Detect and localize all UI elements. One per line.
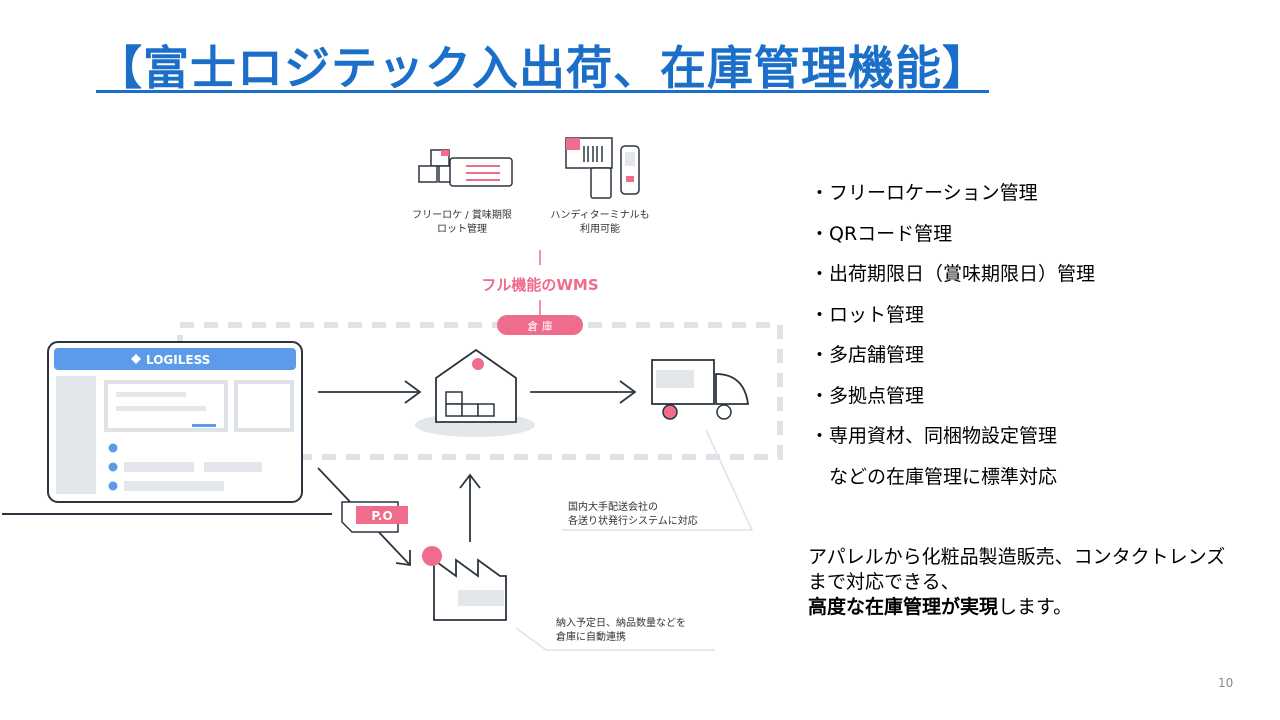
logiless-screen: LOGILESS <box>2 341 332 515</box>
logiless-flow-diagram: フリーロケ / 賞味期限 ロット管理 ハンディターミナルも 利用可能 フル機能の… <box>2 137 783 651</box>
warehouse-label: 倉 庫 <box>527 319 553 333</box>
feature-item: ・QRコード管理 <box>810 222 953 245</box>
summary-line3: 高度な在庫管理が実現します。 <box>808 595 1225 620</box>
summary-line1: アパレルから化粧品製造販売、コンタクトレンズ <box>808 546 1226 568</box>
feature2-line1: ハンディターミナルも <box>550 208 649 221</box>
page-number: 10 <box>1218 676 1234 690</box>
warehouse-icon <box>415 348 535 437</box>
delivery-note-line1: 国内大手配送会社の <box>568 500 658 513</box>
po-document-icon: P.O <box>341 501 408 533</box>
slide-title: 【富士ロジテック入出荷、在庫管理機能】 <box>96 41 989 95</box>
schedule-note-line2: 倉庫に自動連携 <box>556 630 626 643</box>
free-location-icon <box>418 149 513 187</box>
po-label: P.O <box>371 509 392 523</box>
delivery-note-line2: 各送り状発行システムに対応 <box>568 514 698 527</box>
feature-item: ・多拠点管理 <box>810 384 925 407</box>
summary-emphasis: 高度な在庫管理が実現 <box>808 596 999 618</box>
truck-icon <box>651 359 750 420</box>
feature-list: ・フリーロケーション管理 ・QRコード管理 ・出荷期限日（賞味期限日）管理 ・ロ… <box>810 180 1095 504</box>
feature1-line1: フリーロケ / 賞味期限 <box>412 208 512 221</box>
feature-item: ・フリーロケーション管理 <box>810 182 1038 204</box>
handy-terminal-icon <box>565 137 640 199</box>
logiless-logo: LOGILESS <box>146 353 210 367</box>
wms-label: フル機能のWMS <box>481 276 598 294</box>
feature-item: ・ロット管理 <box>810 303 925 326</box>
factory-icon <box>422 546 507 621</box>
feature-item: などの在庫管理に標準対応 <box>810 465 1058 488</box>
feature-item: ・出荷期限日（賞味期限日）管理 <box>810 263 1096 285</box>
feature2-line2: 利用可能 <box>580 222 620 235</box>
schedule-note-line1: 納入予定日、納品数量などを <box>556 616 686 629</box>
summary-line2: まで対応できる、 <box>808 571 960 593</box>
summary-text: アパレルから化粧品製造販売、コンタクトレンズ まで対応できる、 高度な在庫管理が… <box>808 545 1225 620</box>
feature1-line2: ロット管理 <box>437 222 487 235</box>
feature-item: ・専用資材、同梱物設定管理 <box>810 425 1058 447</box>
feature-item: ・多店舗管理 <box>810 344 925 366</box>
warehouse-badge <box>497 315 583 335</box>
summary-line3-rest: します。 <box>998 596 1073 618</box>
